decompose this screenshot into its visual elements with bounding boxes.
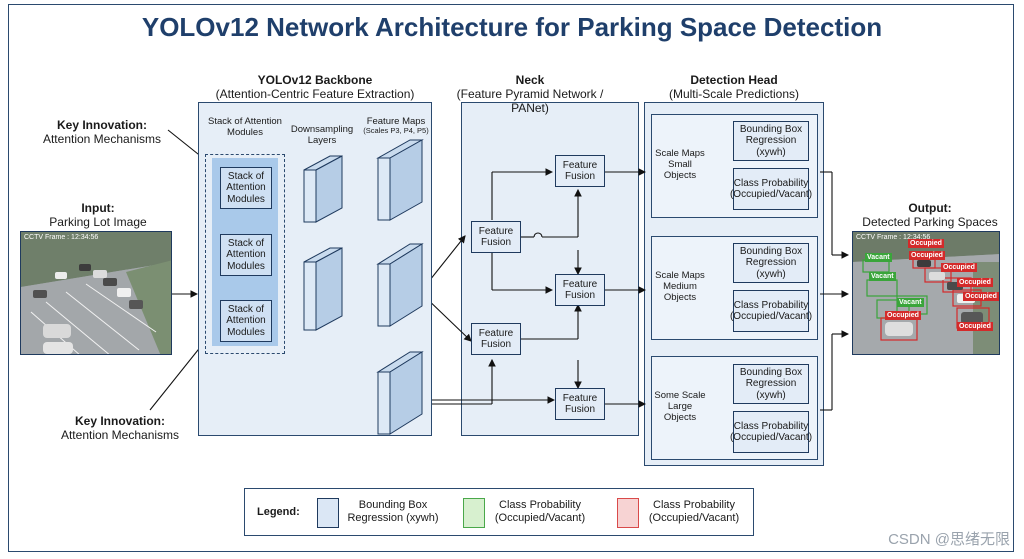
feature-fusion-5: Feature Fusion [555, 388, 605, 420]
class-probability-medium: Class Probability (Occupied/Vacant) [730, 290, 812, 332]
backbone-header: YOLOv12 Backbone (Attention-Centric Feat… [198, 73, 432, 101]
legend: Legend: Bounding Box Regression (xywh) C… [244, 488, 754, 536]
diagram-title: YOLOv12 Network Architecture for Parking… [141, 12, 883, 42]
output-subtitle: Detected Parking Spaces [862, 215, 998, 230]
tag-vacant: Vacant [897, 298, 924, 307]
feature-map-p3 [376, 139, 424, 221]
key-innovation-bottom-text: Attention Mechanisms [60, 428, 180, 443]
feature-map-p4 [376, 243, 424, 327]
bbox-regression-small: Bounding Box Regression (xywh) [733, 121, 809, 161]
scale-medium-label: Scale Maps Medium Objects [655, 270, 705, 304]
attention-stack-group [205, 154, 285, 354]
stack-header: Stack of Attention Modules [208, 116, 282, 139]
input-label: Input: Parking Lot Image [20, 201, 176, 229]
downsampling-label: Downsampling Layers [290, 124, 354, 147]
feature-maps-scales: (Scales P3, P4, P5) [363, 126, 429, 136]
neck-subtitle: (Feature Pyramid Network / PANet) [456, 87, 604, 116]
bbox-regression-large: Bounding Box Regression (xywh) [733, 364, 809, 404]
tag-occupied: Occupied [908, 239, 944, 248]
backbone-title: YOLOv12 Backbone [257, 73, 373, 87]
key-innovation-top: Key Innovation: Attention Mechanisms [32, 118, 172, 146]
class-probability-small: Class Probability (Occupied/Vacant) [730, 168, 812, 210]
head-header: Detection Head (Multi-Scale Predictions) [644, 73, 824, 101]
legend-title: Legend: [257, 506, 300, 518]
feature-fusion-4: Feature Fusion [555, 274, 605, 306]
key-innovation-bottom-title: Key Innovation: [74, 414, 165, 428]
neck-header: Neck (Feature Pyramid Network / PANet) [440, 73, 620, 115]
feature-fusion-2: Feature Fusion [471, 323, 521, 355]
tag-vacant: Vacant [865, 253, 892, 262]
key-innovation-bottom: Key Innovation: Attention Mechanisms [46, 414, 194, 442]
tag-occupied: Occupied [885, 311, 921, 320]
tag-occupied: Occupied [941, 263, 977, 272]
diagram-frame [8, 4, 1014, 552]
legend-text-occupied: Class Probability (Occupied/Vacant) [648, 499, 740, 525]
key-innovation-top-title: Key Innovation: [56, 118, 147, 132]
tag-occupied: Occupied [957, 278, 993, 287]
csdn-watermark: CSDN @思绪无限 [888, 531, 1010, 548]
output-detection-image: CCTV Frame : 12:34:56 Occupied Vacant Oc… [852, 231, 1000, 355]
attention-stack-3: Stack of Attention Modules [220, 300, 272, 342]
output-title: Output: [908, 201, 952, 215]
bbox-regression-medium: Bounding Box Regression (xywh) [733, 243, 809, 283]
input-parking-lot-image: CCTV Frame : 12:34:56 [20, 231, 172, 355]
legend-swatch-occupied [617, 498, 639, 528]
downsampling-layer-2 [303, 247, 343, 331]
tag-occupied: Occupied [963, 292, 999, 301]
key-innovation-top-text: Attention Mechanisms [42, 132, 162, 147]
legend-text-bbox: Bounding Box Regression (xywh) [347, 499, 439, 525]
head-title: Detection Head [690, 73, 778, 87]
neck-title: Neck [515, 73, 545, 87]
head-subtitle: (Multi-Scale Predictions) [668, 87, 800, 102]
tag-vacant: Vacant [869, 272, 896, 281]
attention-stack-1: Stack of Attention Modules [220, 167, 272, 209]
scale-small-label: Scale Maps Small Objects [655, 148, 705, 182]
parking-lot-illustration [21, 232, 171, 354]
feature-fusion-1: Feature Fusion [471, 221, 521, 253]
output-overlay-text: CCTV Frame : 12:34:56 [856, 234, 931, 241]
legend-swatch-bbox [317, 498, 339, 528]
legend-swatch-vacant [463, 498, 485, 528]
feature-maps-header: Feature Maps (Scales P3, P4, P5) [356, 116, 436, 136]
input-subtitle: Parking Lot Image [49, 215, 147, 230]
attention-stack-2: Stack of Attention Modules [220, 234, 272, 276]
feature-maps-label: Feature Maps [366, 116, 426, 127]
feature-fusion-3: Feature Fusion [555, 155, 605, 187]
class-probability-large: Class Probability (Occupied/Vacant) [730, 411, 812, 453]
input-overlay-text: CCTV Frame : 12:34:56 [24, 234, 99, 241]
backbone-subtitle: (Attention-Centric Feature Extraction) [215, 87, 415, 102]
legend-text-vacant: Class Probability (Occupied/Vacant) [494, 499, 586, 525]
feature-map-p5 [376, 351, 424, 435]
input-title: Input: [81, 201, 115, 215]
tag-occupied: Occupied [909, 251, 945, 260]
output-label: Output: Detected Parking Spaces [852, 201, 1008, 229]
tag-occupied: Occupied [957, 322, 993, 331]
downsampling-layer-1 [303, 155, 343, 223]
scale-large-label: Some Scale Large Objects [654, 390, 706, 424]
